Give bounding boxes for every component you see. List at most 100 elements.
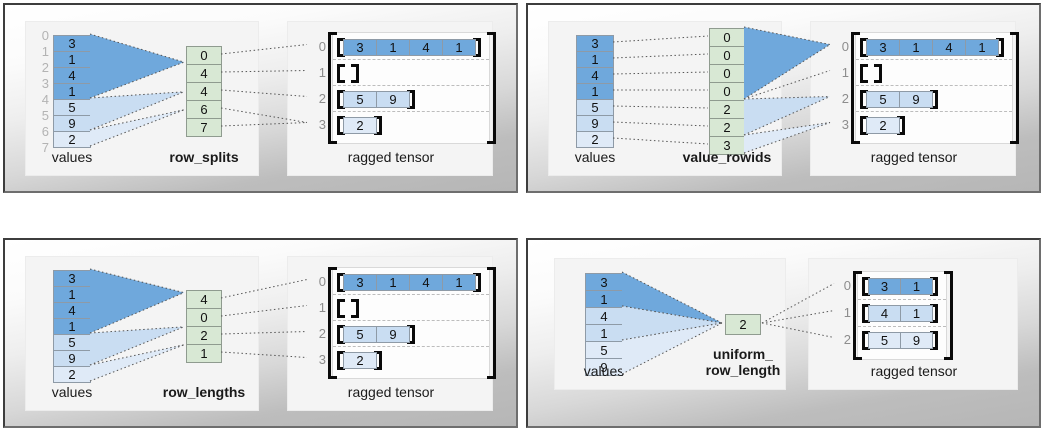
values-index-label: 7 xyxy=(41,140,49,155)
partition-cell: 2 xyxy=(725,314,761,335)
values-cell: 5 xyxy=(585,341,623,359)
tensor-cell: 1 xyxy=(376,39,410,56)
row-bracket-right xyxy=(930,277,938,296)
partition-cell: 2 xyxy=(709,118,745,137)
values-cell: 3 xyxy=(53,270,91,287)
tensor-row-label: 2 xyxy=(318,91,326,106)
outer-bracket-left xyxy=(328,32,337,144)
tensor-row-label: 0 xyxy=(318,39,326,54)
outer-bracket-right xyxy=(487,32,496,144)
outer-bracket-left xyxy=(328,267,337,379)
partition-cell: 0 xyxy=(709,64,745,83)
tensor-row: 2 xyxy=(337,116,382,135)
tensor-cell: 1 xyxy=(900,305,933,322)
tensor-row xyxy=(860,64,882,83)
outer-bracket-right xyxy=(1010,32,1019,144)
tensor-row-label: 1 xyxy=(318,65,326,80)
ragged-tensor-label: ragged tensor xyxy=(870,149,958,165)
tensor-cell: 1 xyxy=(376,274,410,291)
row-bracket-left xyxy=(337,273,345,292)
partition-column: 2 xyxy=(725,314,761,335)
row-bracket-left xyxy=(860,64,868,83)
partition-label: row_splits xyxy=(169,149,239,165)
row-separator xyxy=(858,326,946,327)
tensor-row xyxy=(337,299,359,318)
partition-cell: 0 xyxy=(709,46,745,65)
row-bracket-left xyxy=(862,277,870,296)
values-index-label: 0 xyxy=(41,28,49,43)
tensor-cell: 5 xyxy=(343,326,377,343)
tensor-row-label: 1 xyxy=(843,305,851,320)
values-cell: 1 xyxy=(53,83,91,100)
partition-cell: 0 xyxy=(186,308,222,327)
row-bracket-right xyxy=(897,116,905,135)
row-separator xyxy=(856,85,1012,86)
tensor-cell: 5 xyxy=(866,91,900,108)
ragged-tensor-label: ragged tensor xyxy=(870,363,958,379)
tensor-cell: 1 xyxy=(442,39,476,56)
partition-cell: 2 xyxy=(709,100,745,119)
row-bracket-right xyxy=(351,299,359,318)
values-index-label: 4 xyxy=(41,92,49,107)
values-label: values xyxy=(574,149,616,165)
row-bracket-right xyxy=(374,116,382,135)
values-cell: 2 xyxy=(576,131,614,148)
tensor-cell: 9 xyxy=(376,326,410,343)
tensor-cell: 9 xyxy=(900,332,933,349)
tensor-cell: 4 xyxy=(409,274,443,291)
row-bracket-left xyxy=(862,304,870,323)
values-index-label: 2 xyxy=(41,60,49,75)
row-bracket-right xyxy=(407,325,415,344)
partition-cell: 0 xyxy=(709,28,745,47)
row-bracket-right xyxy=(874,64,882,83)
tensor-cell: 4 xyxy=(409,39,443,56)
values-label: values xyxy=(51,149,93,165)
values-cell: 5 xyxy=(53,99,91,116)
partition-cell: 2 xyxy=(186,326,222,345)
values-cell: 5 xyxy=(576,99,614,116)
tensor-cell: 4 xyxy=(868,305,901,322)
tensor-cell: 1 xyxy=(900,278,933,295)
values-cell: 1 xyxy=(53,318,91,335)
values-cell: 4 xyxy=(585,307,623,325)
values-cell: 4 xyxy=(53,67,91,84)
row-bracket-left xyxy=(337,325,345,344)
values-index-label: 5 xyxy=(41,108,49,123)
tensor-cell: 9 xyxy=(376,91,410,108)
partition-cell: 6 xyxy=(186,100,222,119)
row-separator xyxy=(856,111,1012,112)
row-bracket-left xyxy=(337,299,345,318)
values-cell: 1 xyxy=(576,51,614,68)
row-bracket-left xyxy=(337,64,345,83)
partition-cell: 7 xyxy=(186,118,222,137)
row-separator xyxy=(333,320,489,321)
tensor-cell: 5 xyxy=(343,91,377,108)
outer-bracket-right xyxy=(487,267,496,379)
values-cell: 5 xyxy=(53,334,91,351)
tensor-cell: 3 xyxy=(868,278,901,295)
partition-cell: 0 xyxy=(186,46,222,65)
outer-bracket-left xyxy=(851,32,860,144)
tensor-cell: 3 xyxy=(343,274,377,291)
tensor-row-label: 0 xyxy=(843,278,851,293)
row-separator xyxy=(333,294,489,295)
tensor-row: 2 xyxy=(337,351,382,370)
